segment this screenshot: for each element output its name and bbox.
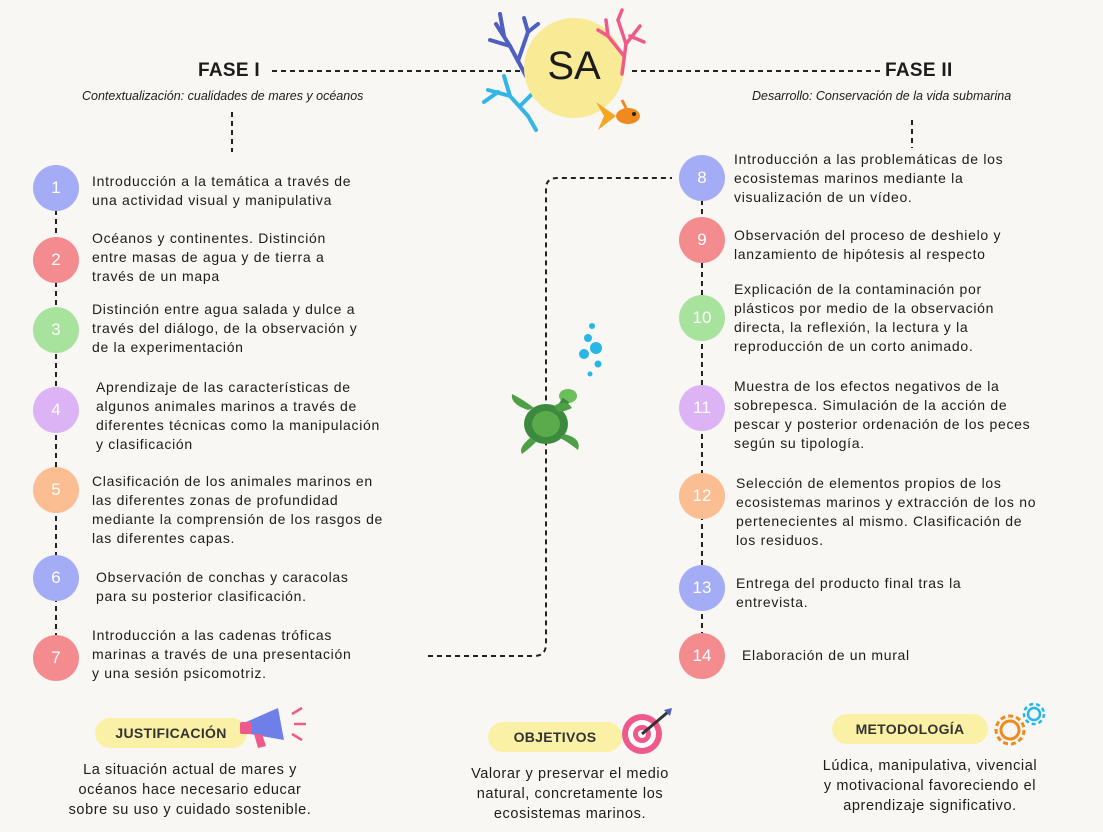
phase2-step-12-number: 12 — [679, 473, 725, 519]
phase1-step-1-number: 1 — [33, 165, 79, 211]
sa-emblem: SA — [480, 6, 650, 134]
objetivos-text: Valorar y preservar el medio natural, co… — [471, 766, 669, 822]
megaphone-icon — [240, 706, 306, 748]
bubbles-icon — [579, 323, 602, 377]
coral-icon — [482, 8, 646, 132]
phase1-step-6-number: 6 — [33, 555, 79, 601]
justificacion-pill: JUSTIFICACIÓN — [95, 718, 247, 748]
phase1-step-5-text: Clasificación de los animales marinos en… — [92, 473, 384, 546]
gears-icon — [994, 702, 1046, 746]
phase2-step-14-text: Elaboración de un mural — [742, 647, 910, 663]
phase2-step-10-number: 10 — [679, 295, 725, 341]
phase1-step-2-number: 2 — [33, 237, 79, 283]
phase2-title: FASE II — [885, 60, 953, 81]
phase1-step-7-number: 7 — [33, 635, 79, 681]
target-icon — [622, 708, 672, 754]
sea-turtle-icon — [511, 389, 579, 454]
phase1-step-5-number: 5 — [33, 467, 79, 513]
phase2-step-13-number: 13 — [679, 565, 725, 611]
phase1-subtitle: Contextualización: cualidades de mares y… — [82, 89, 364, 103]
metodologia-pill: METODOLOGÍA — [832, 714, 988, 744]
metodologia-text: Lúdica, manipulativa, vivencial y motiva… — [822, 758, 1038, 814]
phase2-subtitle: Desarrollo: Conservación de la vida subm… — [752, 89, 1012, 103]
justificacion-text: La situación actual de mares y océanos h… — [68, 762, 312, 818]
phase2-step-14-number: 14 — [679, 633, 725, 679]
sa-label: SA — [547, 44, 601, 88]
phase2-step-9-number: 9 — [679, 217, 725, 263]
phase1-step-4-number: 4 — [33, 387, 79, 433]
goldfish-icon — [596, 99, 640, 130]
phase1-step-3-number: 3 — [33, 307, 79, 353]
phase1-title: FASE I — [198, 60, 260, 81]
objetivos-pill: OBJETIVOS — [488, 722, 622, 752]
phase2-step-8-number: 8 — [679, 155, 725, 201]
phase2-step-11-number: 11 — [679, 385, 725, 431]
